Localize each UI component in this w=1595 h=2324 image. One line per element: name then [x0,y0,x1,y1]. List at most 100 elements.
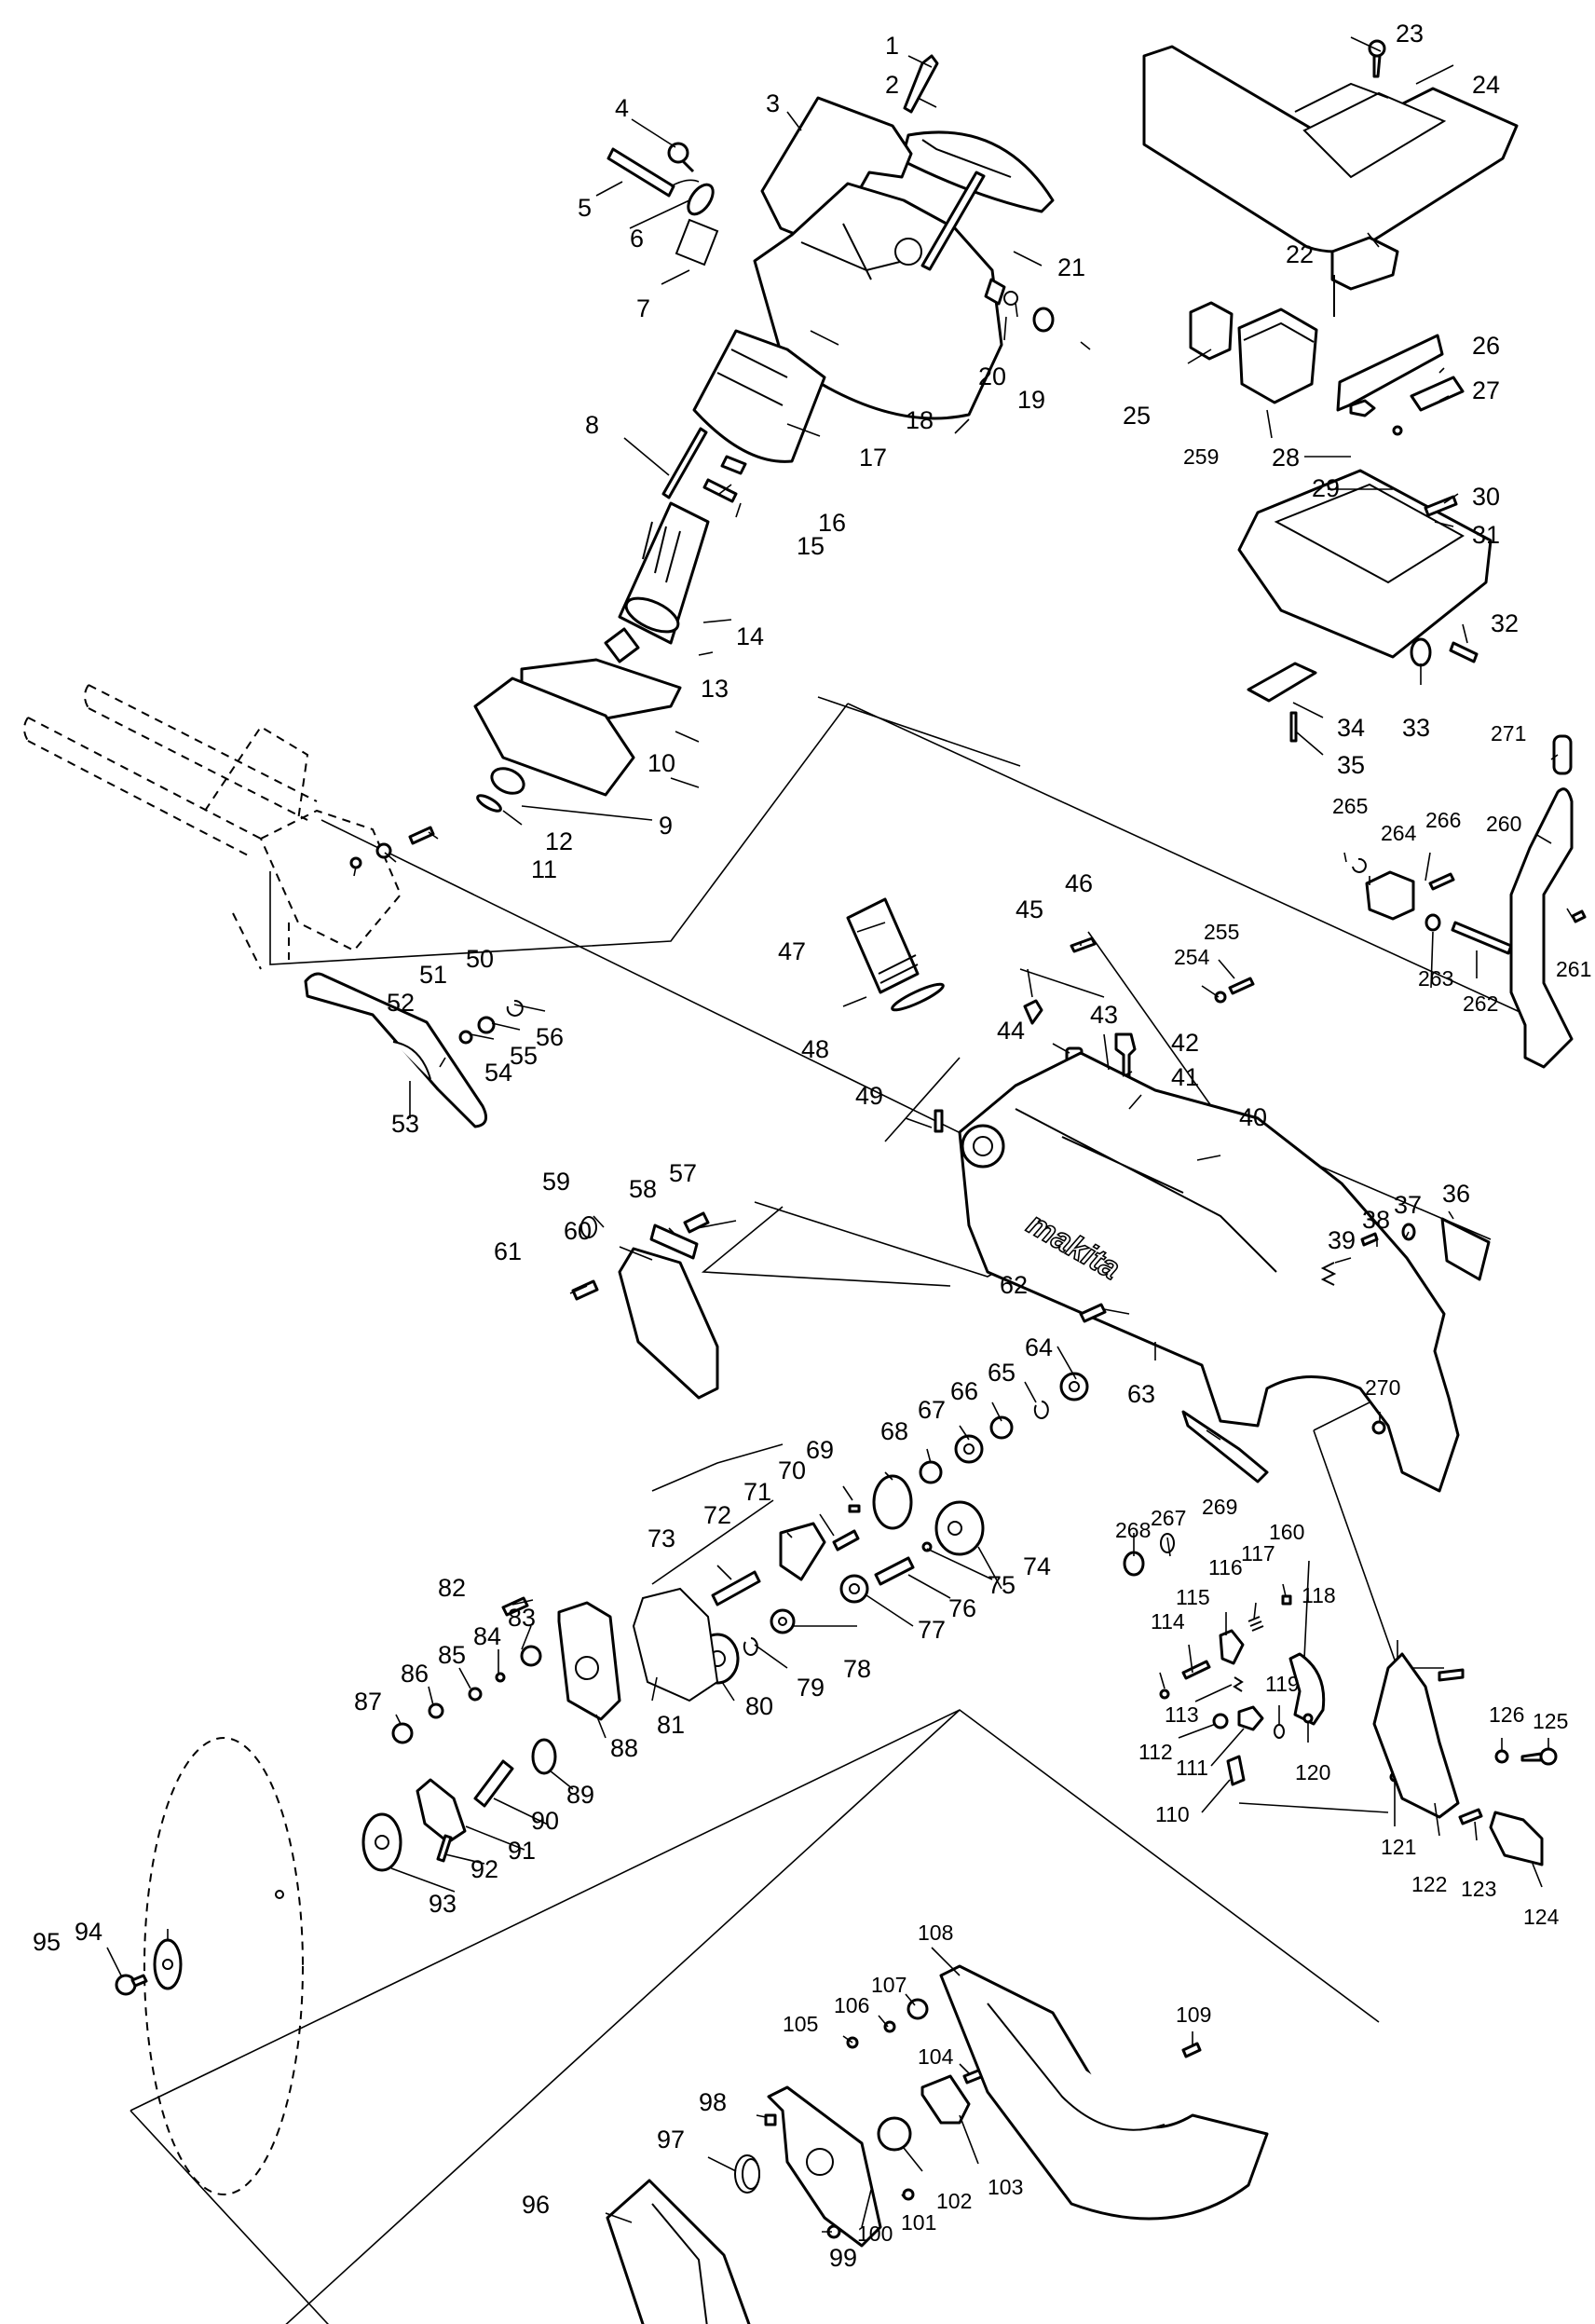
part-25-capacitor[interactable] [1189,301,1234,361]
part-266-screw[interactable] [1428,872,1455,891]
label-part-23[interactable]: 23 [1396,20,1424,48]
label-part-1[interactable]: 1 [885,32,899,60]
label-part-82[interactable]: 82 [438,1574,466,1602]
label-part-12[interactable]: 12 [545,827,573,855]
label-part-112[interactable]: 112 [1138,1740,1173,1764]
part-114-pin[interactable] [1159,1688,1170,1700]
part-8-screw[interactable] [661,427,708,499]
part-64-bearing[interactable] [1059,1372,1089,1401]
label-part-101[interactable]: 101 [901,2210,936,2235]
label-part-32[interactable]: 32 [1491,609,1519,637]
label-part-99[interactable]: 99 [829,2244,857,2272]
label-part-63[interactable]: 63 [1127,1380,1155,1408]
label-part-62[interactable]: 62 [1000,1271,1028,1299]
part-16-insulation[interactable] [720,455,747,475]
label-part-66[interactable]: 66 [950,1377,978,1405]
part-103-plate[interactable] [920,2074,971,2125]
part-254-washer[interactable] [1214,991,1227,1004]
part-85-nut[interactable] [468,1687,483,1702]
part-27-block[interactable] [1410,376,1465,412]
part-269-guide[interactable] [1181,1410,1269,1483]
label-part-109[interactable]: 109 [1176,2003,1211,2027]
label-part-105[interactable]: 105 [783,2012,818,2036]
label-part-268[interactable]: 268 [1115,1518,1151,1542]
label-part-26[interactable]: 26 [1472,332,1500,360]
part-31-handle-base[interactable] [1237,469,1493,659]
label-part-21[interactable]: 21 [1057,253,1085,281]
part-54-nut[interactable] [458,1030,473,1045]
part-160-spring[interactable] [1281,1594,1292,1606]
part-39-spring[interactable] [1320,1262,1337,1286]
part-271-cap[interactable] [1552,734,1573,775]
part-267-ring[interactable] [1160,1533,1175,1553]
label-part-115[interactable]: 115 [1176,1585,1210,1609]
part-63-blade-case[interactable]: makita [958,1051,1460,1493]
label-part-81[interactable]: 81 [657,1711,685,1739]
label-part-15[interactable]: 15 [797,532,825,560]
label-part-20[interactable]: 20 [978,362,1006,390]
label-part-19[interactable]: 19 [1017,386,1045,414]
label-part-50[interactable]: 50 [466,945,494,973]
label-part-53[interactable]: 53 [391,1110,419,1138]
part-33-knob[interactable] [1410,637,1432,667]
part-35-screw[interactable] [1289,711,1298,743]
part-22-switch[interactable] [1330,236,1399,317]
label-part-22[interactable]: 22 [1286,240,1314,268]
part-15-ring[interactable] [702,478,738,503]
part-12-bearing[interactable] [488,764,528,799]
label-part-120[interactable]: 120 [1295,1760,1330,1784]
part-62-bolt[interactable] [1079,1303,1107,1323]
part-100-plate[interactable] [767,2085,882,2248]
part-112-nut[interactable] [1212,1713,1229,1729]
part-92-screw[interactable] [436,1834,453,1863]
part-50-bolt[interactable] [408,826,435,845]
label-part-54[interactable]: 54 [484,1059,512,1087]
label-part-16[interactable]: 16 [818,509,846,537]
part-21-long-screw[interactable] [920,171,986,271]
label-part-43[interactable]: 43 [1090,1001,1118,1029]
part-261-screw[interactable] [1571,909,1587,923]
part-120-pin[interactable] [1302,1713,1314,1724]
part-108-safety-guard[interactable] [939,1964,1269,2221]
part-69-bevel-gear[interactable] [872,1474,913,1530]
label-part-121[interactable]: 121 [1381,1835,1416,1859]
part-75-ball[interactable] [921,1541,933,1552]
label-part-126[interactable]: 126 [1489,1702,1524,1727]
part-125-screw[interactable] [1520,1747,1558,1766]
part-89-bearing[interactable] [531,1738,557,1775]
part-86-washer[interactable] [428,1702,444,1719]
label-part-49[interactable]: 49 [855,1082,883,1110]
label-part-77[interactable]: 77 [918,1616,946,1644]
label-part-110[interactable]: 110 [1155,1802,1190,1826]
part-24-handle[interactable] [1142,45,1519,253]
label-part-55[interactable]: 55 [510,1042,538,1070]
part-48-o-ring[interactable] [890,980,945,1014]
label-part-27[interactable]: 27 [1472,376,1500,404]
label-part-30[interactable]: 30 [1472,483,1500,511]
part-61-bolt[interactable] [571,1279,599,1301]
label-part-113[interactable]: 113 [1165,1702,1199,1727]
label-part-29[interactable]: 29 [1312,474,1340,502]
part-270-nut[interactable] [1371,1420,1386,1435]
label-part-8[interactable]: 8 [585,411,599,439]
label-part-266[interactable]: 266 [1425,808,1461,832]
part-113-spring[interactable] [1233,1676,1244,1692]
label-part-73[interactable]: 73 [648,1524,675,1552]
part-7-label[interactable] [675,218,719,267]
label-part-36[interactable]: 36 [1442,1180,1470,1208]
label-part-80[interactable]: 80 [745,1692,773,1720]
part-117-spring[interactable] [1247,1616,1264,1632]
label-part-255[interactable]: 255 [1204,920,1239,944]
label-part-91[interactable]: 91 [508,1837,536,1865]
label-part-10[interactable]: 10 [648,749,675,777]
label-part-42[interactable]: 42 [1171,1029,1199,1057]
part-57-bolt[interactable] [683,1211,710,1234]
part-260-lever[interactable] [1509,787,1574,1069]
part-52-nut[interactable] [349,856,362,869]
part-59-spring[interactable] [580,1216,597,1238]
part-84-key[interactable] [495,1672,506,1683]
label-part-89[interactable]: 89 [566,1781,594,1809]
part-46-screw[interactable] [1070,936,1097,953]
label-part-84[interactable]: 84 [473,1622,501,1650]
part-81-gasket[interactable] [632,1587,719,1702]
